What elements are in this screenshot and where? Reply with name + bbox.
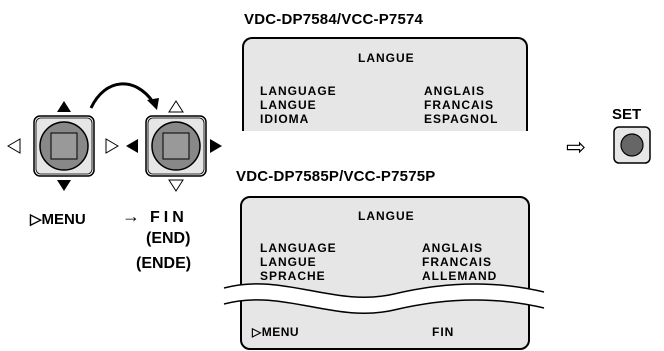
menu-label: ▷MENU — [30, 211, 86, 228]
screen-top-row-left: IDIOMA — [260, 112, 310, 126]
screen-top-row-right: FRANCAIS — [424, 98, 494, 112]
end-label: (END) — [146, 230, 191, 247]
screen-bottom: LANGUE LANGUAGE ANGLAIS LANGUE FRANCAIS … — [240, 196, 530, 350]
screen-bottom-row-left: SPRACHE — [260, 269, 326, 283]
screen-bottom-row-left: LANGUAGE — [260, 241, 337, 255]
screen-bottom-row-right: ALLEMAND — [422, 269, 498, 283]
set-button-icon — [613, 126, 651, 164]
curved-arrow-icon — [89, 82, 159, 110]
screen-top-row-left: LANGUAGE — [260, 84, 337, 98]
ende-label: (ENDE) — [136, 255, 192, 272]
hollow-right-arrow-icon: ⇨ — [566, 134, 587, 161]
screen-top-title: LANGUE — [358, 51, 415, 65]
screen-bottom-row-left: LANGUE — [260, 255, 317, 269]
screen-bottom-title: LANGUE — [358, 209, 415, 223]
screen-top-row-left: LANGUE — [260, 98, 317, 112]
model-title-bottom: VDC-DP7585P/VCC-P7575P — [236, 168, 436, 185]
screen-top-row-right: ANGLAIS — [424, 84, 485, 98]
screen-bottom-footer-menu: ▷MENU — [252, 325, 300, 339]
set-label: SET — [612, 106, 642, 123]
arrow-label: → — [122, 206, 140, 226]
screen-bottom-footer-fin: FIN — [432, 325, 455, 339]
model-title-top: VDC-DP7584/VCC-P7574 — [244, 11, 424, 28]
joystick-menu-icon — [7, 101, 119, 191]
screen-bottom-row-right: FRANCAIS — [422, 255, 492, 269]
joystick-fin-icon — [126, 100, 222, 192]
screen-bottom-row-right: ANGLAIS — [422, 241, 483, 255]
screen-top-row-right: ESPAGNOL — [424, 112, 499, 126]
wave-break-icon — [223, 283, 545, 314]
screen-top-crop — [230, 131, 540, 161]
fin-label: FIN — [150, 209, 188, 226]
